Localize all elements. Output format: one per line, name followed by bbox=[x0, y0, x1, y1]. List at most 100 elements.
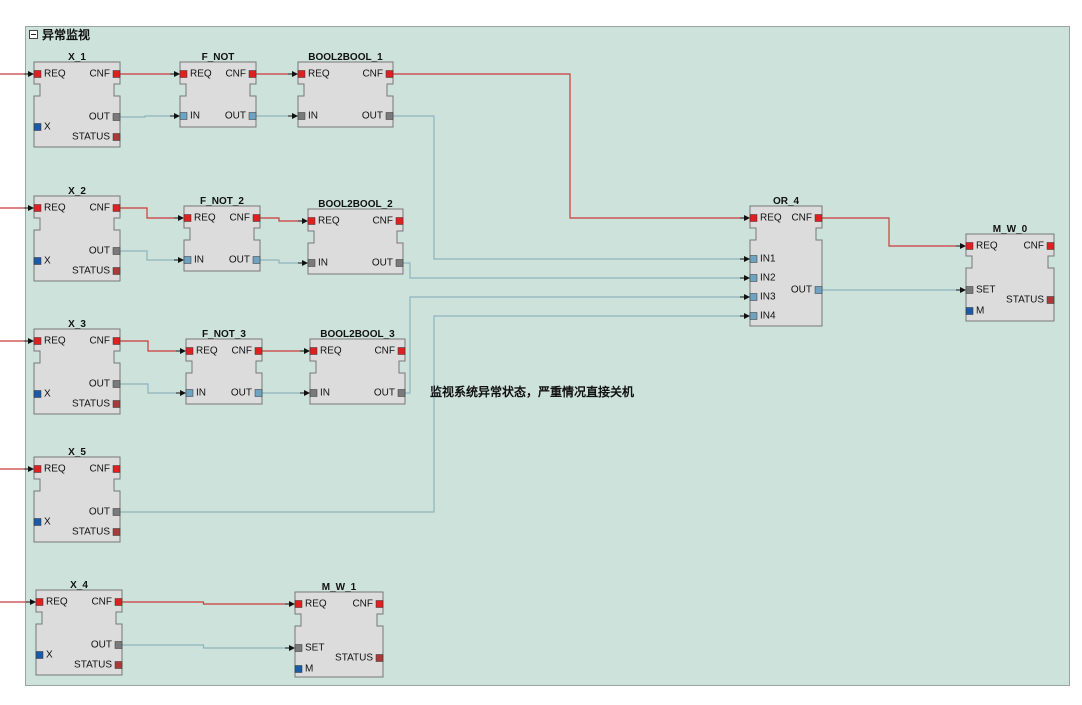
m-w-1-cnf-port[interactable] bbox=[375, 600, 384, 608]
x-1-cnf-port[interactable] bbox=[112, 70, 121, 78]
wire-x4-mw1-event[interactable] bbox=[122, 601, 285, 605]
wire-x3-fnot3-event[interactable] bbox=[120, 340, 176, 352]
f-not-3-cnf-port[interactable] bbox=[254, 347, 263, 355]
or-4-req-port[interactable] bbox=[749, 214, 758, 222]
block-body bbox=[309, 338, 406, 405]
x-3-x-port[interactable] bbox=[33, 390, 42, 398]
or-4-in3-port[interactable] bbox=[749, 293, 758, 301]
f-not-3-req-port[interactable] bbox=[185, 347, 194, 355]
x-1-out-port[interactable] bbox=[112, 113, 121, 121]
bool2bool-2-in-port[interactable] bbox=[307, 259, 316, 267]
x-4-out-port[interactable] bbox=[114, 641, 123, 649]
x-4-x-port[interactable] bbox=[35, 651, 44, 659]
m-w-0-req-port[interactable] bbox=[965, 242, 974, 250]
x-2-status-port[interactable] bbox=[112, 267, 121, 275]
or-4-in1-port[interactable] bbox=[749, 255, 758, 263]
x-4-req-port[interactable] bbox=[35, 598, 44, 606]
x-2-cnf-port[interactable] bbox=[112, 204, 121, 212]
x-1-x-port[interactable] bbox=[33, 123, 42, 131]
bool2bool-2-cnf-port[interactable] bbox=[395, 217, 404, 225]
x-5-req-port[interactable] bbox=[33, 465, 42, 473]
bool2bool-2-out-port[interactable] bbox=[395, 259, 404, 267]
bool2bool-3-req-port[interactable] bbox=[309, 347, 318, 355]
m-w-1-req-port[interactable] bbox=[294, 600, 303, 608]
f-not-cnf-port[interactable] bbox=[248, 70, 257, 78]
bool2bool-1-req-port[interactable] bbox=[297, 70, 306, 78]
wire-x4-mw1-data[interactable] bbox=[122, 644, 285, 649]
wire-x1-fnot-data[interactable] bbox=[120, 115, 170, 118]
x-1-req-port[interactable] bbox=[33, 70, 42, 78]
bool2bool-1-in-port[interactable] bbox=[297, 112, 306, 120]
wire-x2-fnot2-data[interactable] bbox=[120, 250, 174, 261]
wire-or4-mw0-event[interactable] bbox=[822, 217, 956, 247]
wire-b2b1-or4-event[interactable] bbox=[393, 73, 740, 219]
req-label: REQ bbox=[44, 464, 66, 475]
wire-x5-or4-data[interactable] bbox=[120, 315, 740, 513]
or-4-cnf-port[interactable] bbox=[814, 214, 823, 222]
f-not-2-req-port[interactable] bbox=[183, 214, 192, 222]
bool2bool-3-cnf-port[interactable] bbox=[397, 347, 406, 355]
bool2bool-3-in-port[interactable] bbox=[309, 389, 318, 397]
bool2bool-3-out-port[interactable] bbox=[397, 389, 406, 397]
x-5-x-port[interactable] bbox=[33, 518, 42, 526]
x-4-cnf-port[interactable] bbox=[114, 598, 123, 606]
x-5-cnf-port[interactable] bbox=[112, 465, 121, 473]
x-5-out-port[interactable] bbox=[112, 508, 121, 516]
f-not-3-in-port[interactable] bbox=[185, 389, 194, 397]
x-4-status-port[interactable] bbox=[114, 661, 123, 669]
f-not-in-port[interactable] bbox=[179, 112, 188, 120]
x-5-status-port[interactable] bbox=[112, 528, 121, 536]
wire-b2b3-or4-data[interactable] bbox=[405, 296, 740, 394]
f-not-out-port[interactable] bbox=[248, 112, 257, 120]
m-w-0-cnf-port[interactable] bbox=[1046, 242, 1055, 250]
f-not-2-in-port[interactable] bbox=[183, 256, 192, 264]
x-3-req-port[interactable] bbox=[33, 337, 42, 345]
m-w-0-set-port[interactable] bbox=[965, 286, 974, 294]
m-w-1-m-port[interactable] bbox=[294, 665, 303, 673]
x-3-cnf-port[interactable] bbox=[112, 337, 121, 345]
f-not-req-port[interactable] bbox=[179, 70, 188, 78]
m-w-0-status-port[interactable] bbox=[1046, 296, 1055, 304]
bool2bool-1-out-port[interactable] bbox=[385, 112, 394, 120]
x-3-out-port[interactable] bbox=[112, 380, 121, 388]
collapse-minus-icon[interactable] bbox=[29, 29, 38, 39]
req-label: REQ bbox=[196, 346, 218, 357]
f-not-2-out-port[interactable] bbox=[252, 256, 261, 264]
m-w-1-set-port[interactable] bbox=[294, 644, 303, 652]
x-3-status-port[interactable] bbox=[112, 400, 121, 408]
wire-fnot2-b2b2-event[interactable] bbox=[260, 217, 298, 222]
f-not-3-out-port[interactable] bbox=[254, 389, 263, 397]
or-4-in2-port[interactable] bbox=[749, 274, 758, 282]
x-2-x-port[interactable] bbox=[33, 257, 42, 265]
m-w-0-m-port[interactable] bbox=[965, 307, 974, 315]
f-not-2-cnf-port[interactable] bbox=[252, 214, 261, 222]
wire-x2-fnot2-event[interactable] bbox=[120, 207, 174, 219]
bool2bool-2-req-port[interactable] bbox=[307, 217, 316, 225]
or-4-in4-port[interactable] bbox=[749, 312, 758, 320]
wire-b2b1-or4-data[interactable] bbox=[393, 115, 740, 260]
m-w-1-status-port[interactable] bbox=[375, 654, 384, 662]
wire-b2b2-or4-data[interactable] bbox=[403, 262, 740, 279]
wire-fnot2-b2b2-data[interactable] bbox=[260, 259, 298, 264]
x-2-req-port[interactable] bbox=[33, 204, 42, 212]
cnf-label: CNF bbox=[352, 599, 373, 610]
bool2bool-1-cnf-port[interactable] bbox=[385, 70, 394, 78]
or-4-out-port[interactable] bbox=[814, 286, 823, 294]
x-1-status-port[interactable] bbox=[112, 133, 121, 141]
x-2-out-port[interactable] bbox=[112, 247, 121, 255]
wire-x3-fnot3-data[interactable] bbox=[120, 383, 176, 394]
